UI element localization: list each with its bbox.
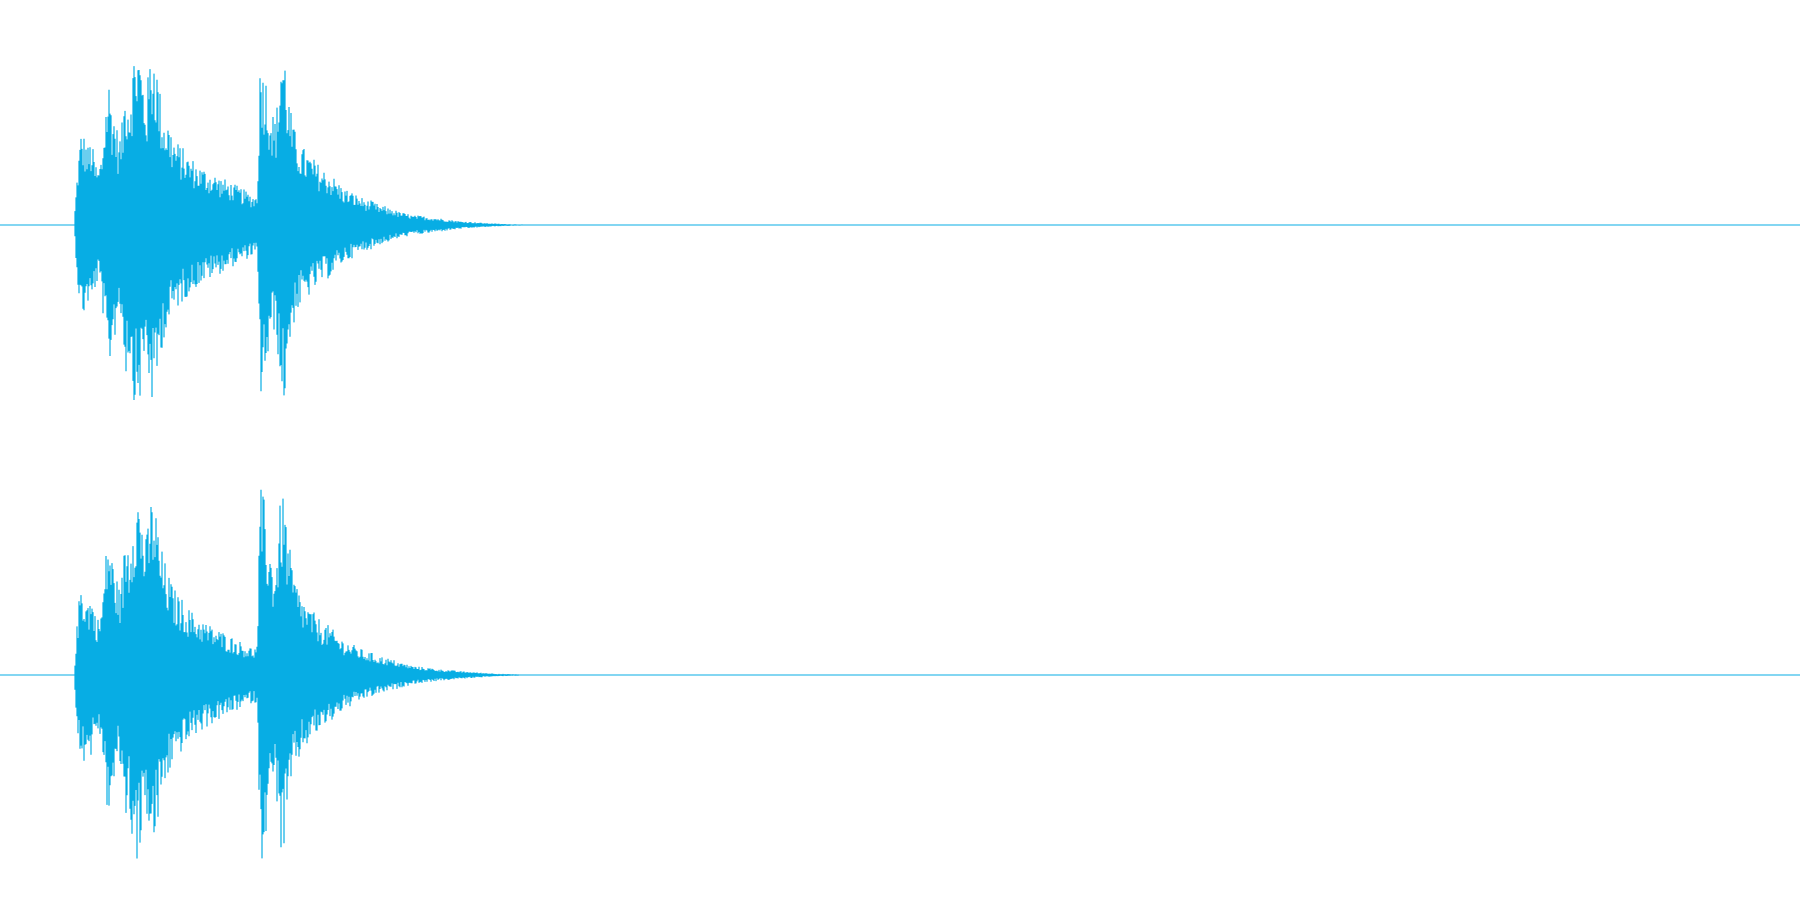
channel-1-track	[0, 66, 1800, 400]
channel-1-waveform	[74, 66, 541, 400]
channel-2-track	[0, 489, 1800, 859]
channel-2-waveform	[74, 489, 541, 859]
